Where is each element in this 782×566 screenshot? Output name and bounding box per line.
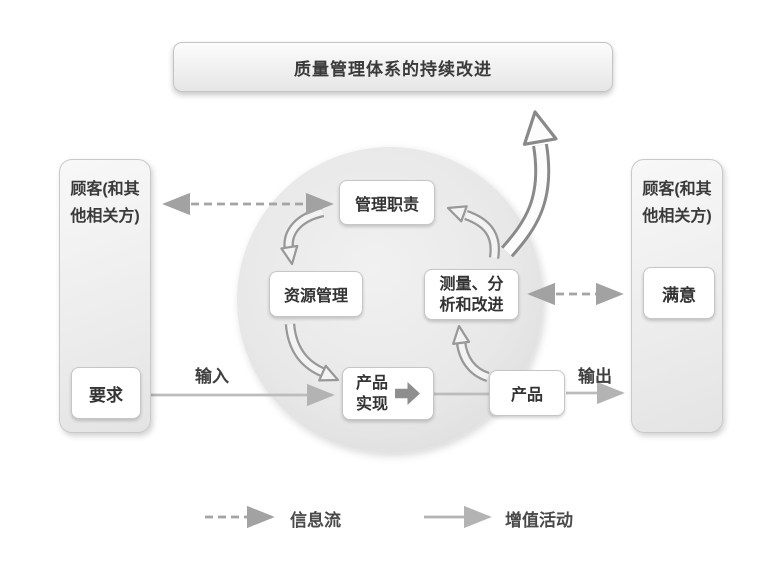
resource-management-box: 资源管理 bbox=[269, 271, 363, 317]
continual-improvement-arrow bbox=[501, 110, 558, 258]
input-label: 输入 bbox=[195, 367, 229, 386]
requirements-label: 要求 bbox=[89, 385, 123, 405]
product-label: 产品 bbox=[510, 387, 543, 404]
cycle-arrow-measurement-to-management bbox=[446, 205, 500, 259]
product-realization-arrow-icon bbox=[395, 382, 420, 405]
satisfaction-label: 满意 bbox=[662, 285, 696, 305]
product-realization-label: 产品 实现 bbox=[355, 374, 388, 413]
satisfaction-box: 满意 bbox=[643, 267, 715, 319]
product-box: 产品 bbox=[489, 370, 565, 416]
cycle-arrow-realization-to-measurement bbox=[452, 324, 490, 383]
resource-management-label: 资源管理 bbox=[283, 288, 348, 305]
product-realization-box: 产品 实现 bbox=[342, 367, 434, 420]
legend-information-flow-label: 信息流 bbox=[290, 511, 341, 530]
measurement-analysis-box: 测量、分析和改进 bbox=[424, 269, 519, 320]
title-banner-label: 质量管理体系的持续改进 bbox=[294, 59, 492, 79]
cycle-arrow-resource-to-realization bbox=[284, 323, 340, 382]
right-customer-title: 顾客(和其他相关方) bbox=[642, 181, 712, 225]
management-responsibility-box: 管理职责 bbox=[339, 180, 435, 225]
legend-value-added-label: 增值活动 bbox=[505, 511, 573, 530]
output-label: 输出 bbox=[578, 367, 612, 386]
measurement-analysis-label: 测量、分析和改进 bbox=[439, 275, 504, 314]
process-cycle-circle bbox=[237, 147, 543, 453]
title-banner: 质量管理体系的持续改进 bbox=[173, 42, 613, 92]
left-customer-title: 顾客(和其他相关方) bbox=[70, 181, 140, 225]
requirements-box: 要求 bbox=[71, 367, 141, 419]
management-responsibility-label: 管理职责 bbox=[354, 196, 419, 214]
